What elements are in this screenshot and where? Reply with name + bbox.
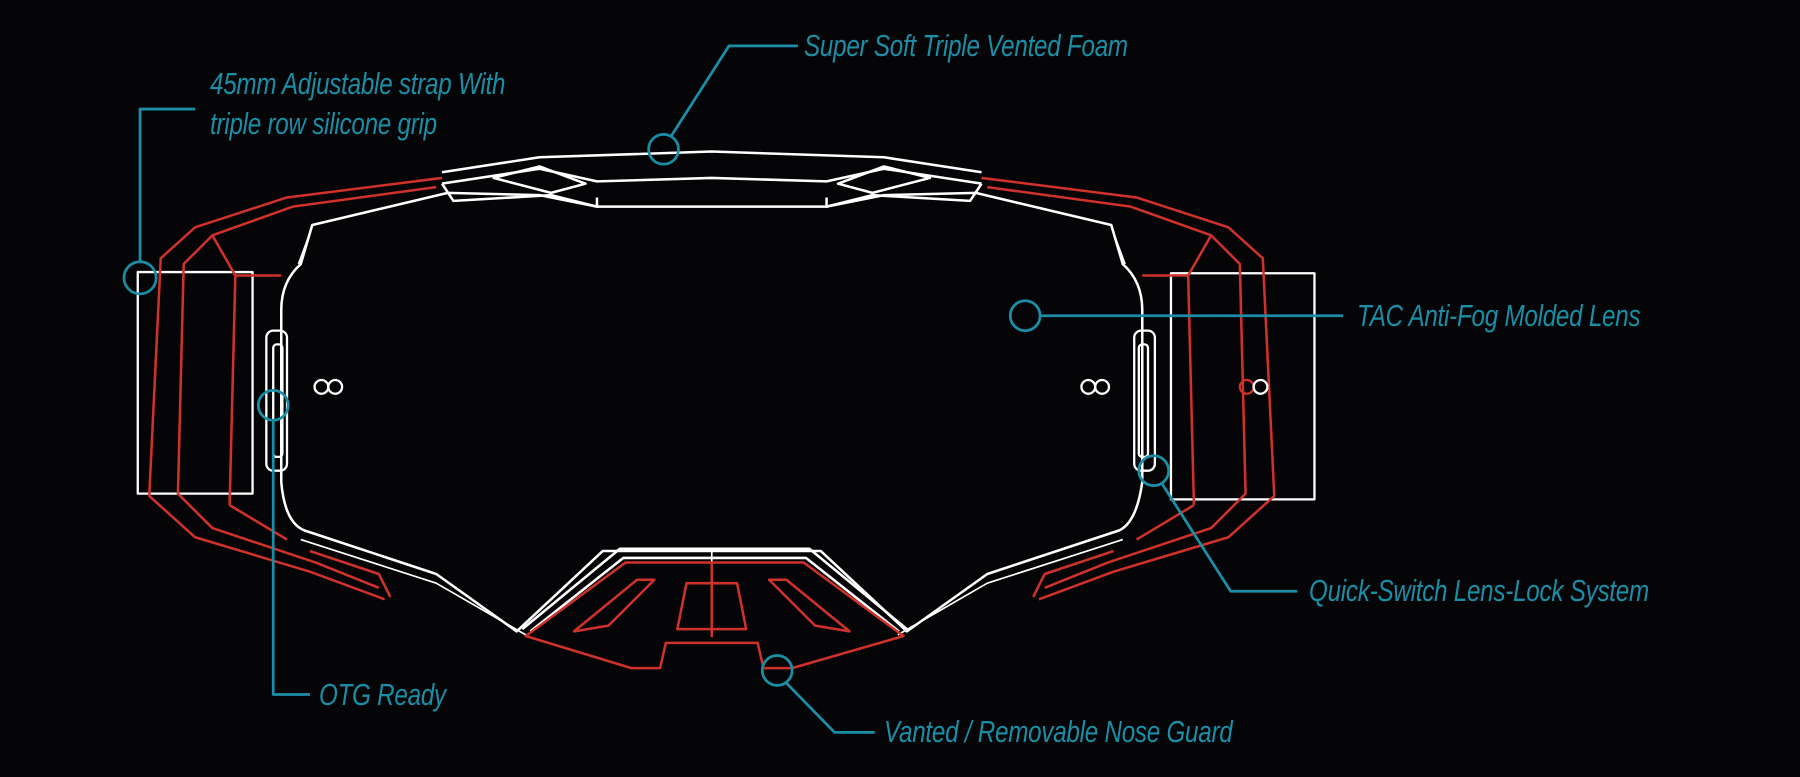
lens-lock-right	[1133, 329, 1157, 472]
foam-callout: Super Soft Triple Vented Foam	[804, 28, 1128, 63]
nose-guard-callout: Vanted / Removable Nose Guard	[884, 714, 1233, 749]
left-strap	[136, 270, 254, 495]
left-frame-side	[147, 176, 443, 601]
otg-callout: OTG Ready	[319, 677, 446, 712]
callout-lines	[122, 44, 1344, 734]
right-frame-side	[981, 176, 1276, 601]
nose-guard	[521, 547, 908, 670]
pin-icons	[313, 378, 1269, 395]
right-strap	[1169, 272, 1316, 501]
lens-lock-left	[265, 329, 289, 472]
lens-callout: TAC Anti-Fog Molded Lens	[1357, 298, 1641, 333]
strap-callout-line2: triple row silicone grip	[210, 106, 437, 141]
lens-outline	[279, 191, 1144, 633]
top-frame	[440, 150, 983, 208]
lens-lock-callout: Quick-Switch Lens-Lock System	[1309, 573, 1649, 608]
strap-callout-line1: 45mm Adjustable strap With	[210, 66, 506, 101]
